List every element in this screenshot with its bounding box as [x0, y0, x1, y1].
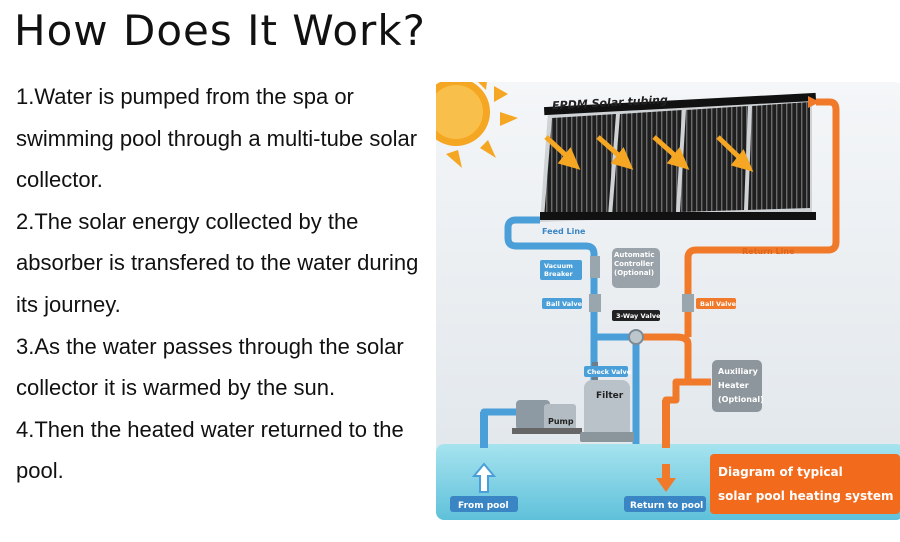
ball-valve-right-icon: [682, 294, 694, 312]
filter-label: Filter: [596, 391, 624, 401]
solar-collector: [540, 92, 817, 222]
page-title: How Does It Work?: [14, 6, 426, 55]
filter-icon: [580, 380, 634, 442]
solar-tubing-label: EPDM Solar tubing: [552, 93, 668, 112]
ball-valve-right-label: Ball Valve: [700, 300, 737, 308]
return-pool-arrow-icon: [656, 464, 676, 492]
sun-icon: [436, 82, 518, 168]
heater-label-1: Auxiliary: [718, 367, 759, 376]
step-3: 3.As the water passes through the solar …: [16, 333, 404, 401]
solar-heating-diagram: EPDM Solar tubing Pump: [436, 82, 900, 522]
three-way-valve-tag: [612, 310, 660, 321]
return-to-pool-label: Return to pool: [630, 501, 703, 511]
from-pool-tag: [450, 496, 518, 512]
step-4: 4.Then the heated water returned to the …: [16, 416, 404, 484]
pump-label: Pump: [548, 417, 574, 426]
controller-label-2: Controller: [614, 260, 654, 268]
caption-box: [710, 454, 900, 514]
automatic-controller-icon: [612, 248, 660, 288]
caption-line-1: Diagram of typical: [718, 465, 843, 479]
vacuum-breaker-label-2: Breaker: [544, 270, 574, 278]
sunlight-arrows: [544, 135, 754, 172]
return-to-pool-tag: [624, 496, 706, 512]
controller-label-3: (Optional): [614, 269, 654, 277]
check-valve-label: Check Valve: [587, 368, 632, 376]
three-way-valve-icon: [628, 329, 644, 345]
ball-valve-left-label: Ball Valve: [546, 300, 583, 308]
check-valve-tag: [584, 366, 628, 377]
vacuum-breaker-icon: [590, 256, 600, 278]
from-pool-arrow-icon: [471, 462, 497, 493]
steps-list: 1.Water is pumped from the spa or swimmi…: [16, 76, 426, 492]
heater-label-3: (Optional): [718, 395, 764, 404]
ball-valve-left-icon: [589, 294, 601, 312]
step-1: 1.Water is pumped from the spa or swimmi…: [16, 84, 418, 193]
three-way-valve-label: 3-Way Valve: [616, 312, 661, 320]
ball-valve-right-tag: [696, 298, 736, 309]
heater-label-2: Heater: [718, 381, 749, 390]
controller-label-1: Automatic: [614, 251, 654, 259]
vacuum-breaker-tag: [540, 260, 582, 280]
auxiliary-heater-icon: [712, 360, 762, 412]
from-pool-label: From pool: [458, 501, 509, 511]
vacuum-breaker-label-1: Vacuum: [544, 262, 573, 270]
return-arrow-icon: [808, 96, 820, 108]
ball-valve-left-tag: [542, 298, 582, 309]
feed-line-label: Feed Line: [542, 227, 586, 236]
pump-icon: [512, 400, 582, 434]
return-line-label: Return Line: [742, 247, 795, 256]
step-2: 2.The solar energy collected by the abso…: [16, 208, 419, 317]
caption-line-2: solar pool heating system: [718, 489, 894, 503]
